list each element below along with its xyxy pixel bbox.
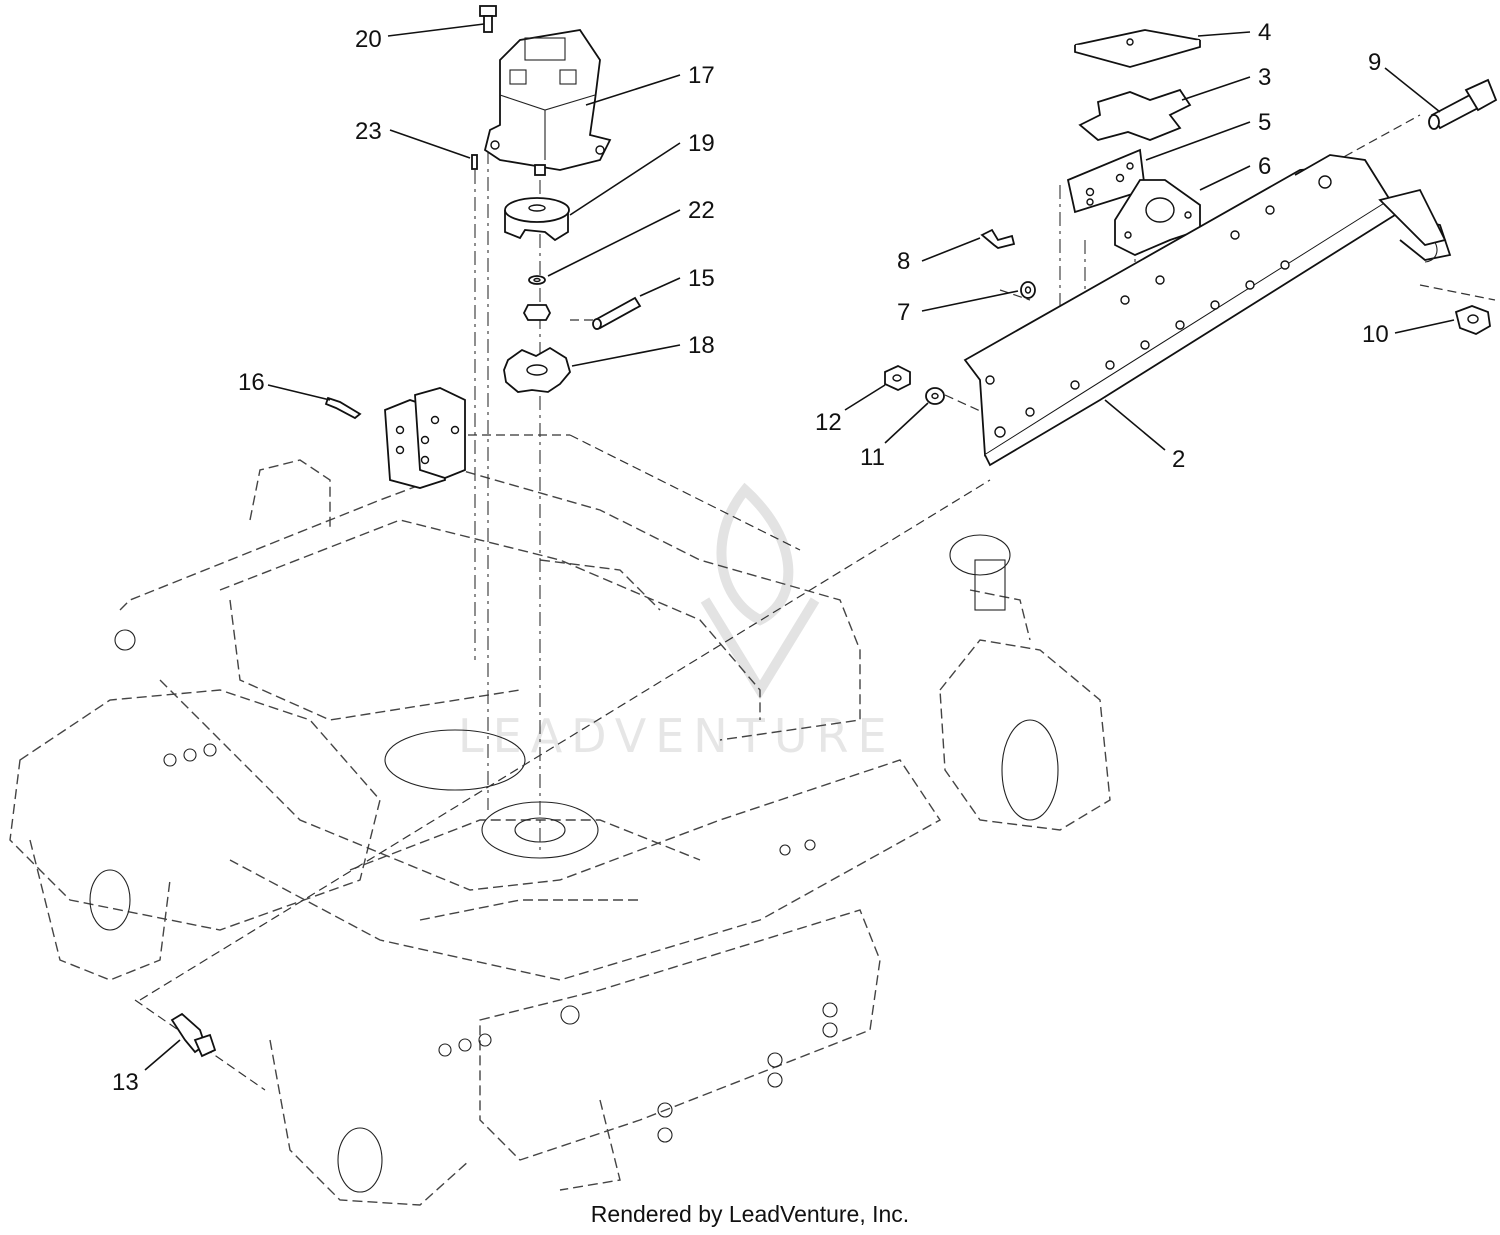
callout-10: 10	[1362, 321, 1389, 348]
callout-12: 12	[815, 409, 842, 436]
part-nut-small	[522, 304, 552, 321]
watermark-flame-logo	[700, 482, 820, 700]
callout-8: 8	[897, 248, 910, 275]
callout-16: 16	[238, 369, 265, 396]
callout-11: 11	[860, 444, 885, 471]
callout-2: 2	[1172, 446, 1185, 473]
part-10-nut	[1454, 305, 1491, 335]
callout-19: 19	[688, 130, 715, 157]
callout-18: 18	[688, 332, 715, 359]
part-22-washer	[528, 275, 546, 285]
callout-9: 9	[1368, 49, 1381, 76]
part-18-spider-coupling	[503, 346, 571, 393]
mount-brackets	[384, 387, 466, 489]
part-16-cotter-pin	[324, 396, 362, 420]
callout-23: 23	[355, 118, 382, 145]
part-4-plate	[1074, 29, 1201, 68]
callout-20: 20	[355, 26, 382, 53]
callout-13: 13	[112, 1069, 139, 1096]
part-8-bolt	[980, 228, 1016, 249]
callout-7: 7	[897, 299, 910, 326]
callout-22: 22	[688, 197, 715, 224]
part-13-bolt	[170, 1012, 217, 1058]
part-3-cross-pad	[1078, 88, 1192, 141]
part-11-washer	[925, 387, 945, 405]
footer-credit: Rendered by LeadVenture, Inc.	[591, 1201, 909, 1227]
callout-5: 5	[1258, 109, 1271, 136]
mower-deck-phantom	[9, 459, 1111, 1206]
callout-6: 6	[1258, 153, 1271, 180]
part-7-washer	[1020, 281, 1036, 299]
part-23-key	[471, 154, 478, 170]
callout-4: 4	[1258, 19, 1271, 46]
callout-15: 15	[688, 265, 715, 292]
callout-labels: 20 17 23 19 22 15 18 16 4 3 5 6 9 8 7 10…	[112, 19, 1389, 1096]
part-12-nut	[884, 365, 911, 391]
part-15-pin	[592, 296, 642, 330]
part-19-coupler-hub	[504, 197, 570, 242]
callout-17: 17	[688, 62, 715, 89]
part-2-hitch-bar	[963, 154, 1452, 467]
part-9-bolt	[1428, 78, 1498, 130]
part-20-bolt	[479, 5, 497, 33]
watermark-text: LEADVENTURE	[458, 709, 896, 763]
part-17-gearbox	[483, 29, 612, 176]
callout-3: 3	[1258, 64, 1271, 91]
leader-lines	[144, 23, 1455, 1071]
watermark: LEADVENTURE	[458, 482, 896, 763]
deck-solid-details	[89, 534, 1059, 1193]
